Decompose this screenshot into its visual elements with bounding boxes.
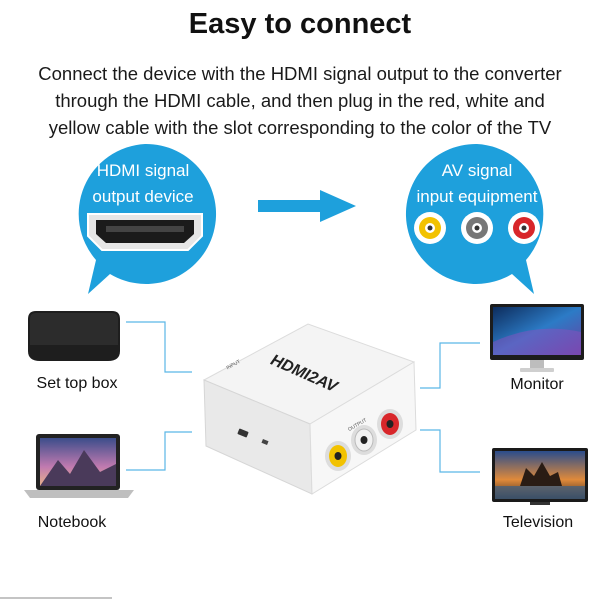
hdmi-output-label-line1: HDMI signal [96, 161, 190, 180]
av-input-label-line1: AV signal [441, 161, 513, 180]
description-text: Connect the device with the HDMI signal … [12, 60, 588, 141]
set-top-box-label: Set top box [36, 375, 118, 392]
rca-yellow-icon [414, 212, 446, 244]
monitor-label: Monitor [510, 376, 564, 393]
hdmi2av-converter: HDMI2AV INPUT OUTPUT [202, 323, 417, 495]
television-label: Television [502, 514, 574, 531]
av-input-label-line2: input equipment [416, 187, 538, 206]
rca-white-icon [461, 212, 493, 244]
rca-red-icon [508, 212, 540, 244]
av-input-label: AV signal input equipment [397, 158, 557, 210]
description-line-1: Connect the device with the HDMI signal … [38, 63, 562, 84]
set-top-box-icon [28, 311, 120, 361]
converter-rca-white-icon [351, 425, 377, 455]
hdmi-output-bubble [78, 143, 217, 294]
page-title: Easy to connect [188, 8, 412, 40]
description-line-3: yellow cable with the slot corresponding… [48, 117, 552, 138]
av-input-bubble [405, 143, 544, 294]
converter-rca-yellow-icon [325, 441, 351, 471]
description-line-2: through the HDMI cable, and then plug in… [55, 90, 545, 111]
television-icon [492, 448, 588, 505]
converter-rca-red-icon [377, 409, 403, 439]
converter-rca-ports [325, 409, 403, 471]
notebook-label: Notebook [37, 514, 107, 531]
monitor-icon [490, 304, 584, 372]
hdmi-output-label: HDMI signal output device [63, 158, 223, 210]
arrow-right-icon [258, 190, 356, 222]
hdmi-port-icon [87, 213, 203, 251]
hdmi-output-label-line2: output device [92, 187, 194, 206]
notebook-icon [24, 434, 134, 498]
